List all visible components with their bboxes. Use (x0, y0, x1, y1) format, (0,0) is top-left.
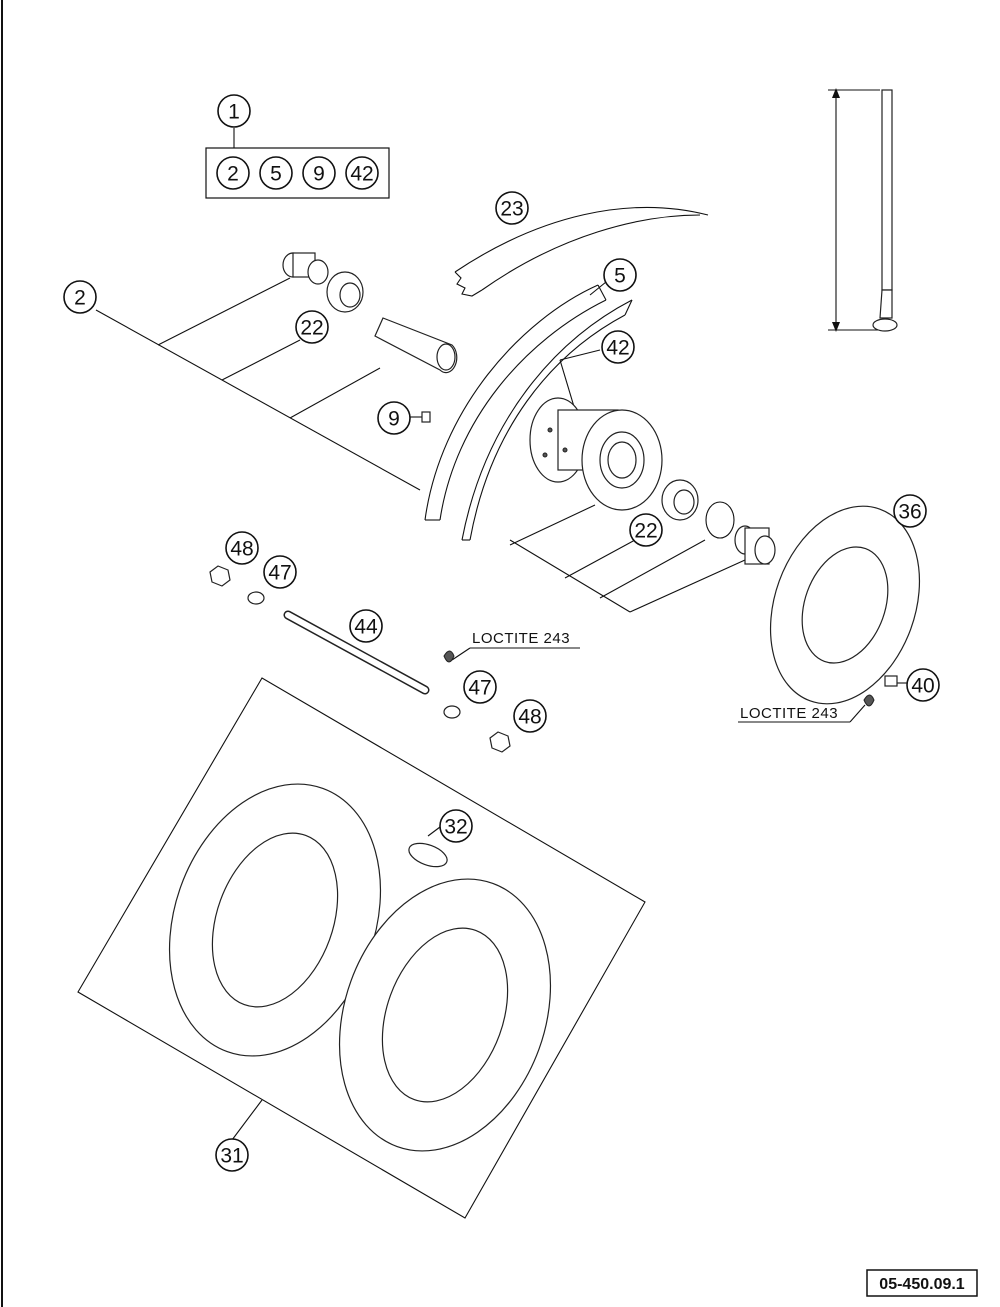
svg-text:2: 2 (74, 287, 86, 310)
hub-part (529, 397, 663, 511)
callout-9-kit: 9 (302, 156, 336, 190)
svg-text:2: 2 (227, 163, 239, 186)
loctite-axle-label: LOCTITE 243 (472, 630, 570, 647)
callout-23: 23 (495, 191, 529, 225)
bearing-spacer-parts (282, 252, 776, 565)
reference-code: 05-450.09.1 (879, 1276, 965, 1293)
svg-text:48: 48 (230, 538, 253, 561)
callout-5: 5 (603, 258, 637, 292)
callout-36: 36 (893, 494, 927, 528)
callout-2: 2 (63, 280, 97, 314)
svg-text:5: 5 (270, 163, 282, 186)
loctite-disc-label: LOCTITE 243 (740, 705, 838, 722)
nuts-washers (209, 565, 898, 753)
callout-44: 44 (349, 609, 383, 643)
svg-text:1: 1 (228, 101, 240, 124)
callout-31: 31 (215, 1138, 249, 1172)
svg-text:22: 22 (300, 317, 323, 340)
callout-47-bottom: 47 (463, 670, 497, 704)
svg-text:42: 42 (606, 337, 629, 360)
svg-text:47: 47 (468, 677, 491, 700)
reference-code-box: 05-450.09.1 (866, 1269, 978, 1297)
callout-48-bottom: 48 (513, 699, 547, 733)
disc-guard-sheet (77, 677, 646, 1219)
callout-2-kit: 2 (216, 156, 250, 190)
spoke-part (828, 88, 898, 332)
callout-32: 32 (439, 809, 473, 843)
tire-part (454, 206, 709, 297)
callout-22-top: 22 (295, 310, 329, 344)
callout-9: 9 (377, 401, 411, 435)
callout-1: 1 (217, 94, 251, 128)
callout-42: 42 (601, 330, 635, 364)
svg-text:5: 5 (614, 265, 626, 288)
kit-group (205, 128, 390, 199)
svg-text:22: 22 (634, 520, 657, 543)
callout-22-bottom: 22 (629, 513, 663, 547)
axle-part (283, 610, 430, 695)
svg-text:40: 40 (911, 675, 934, 698)
svg-text:36: 36 (898, 501, 921, 524)
svg-text:31: 31 (220, 1145, 243, 1168)
brake-disc-part (769, 505, 921, 705)
svg-text:48: 48 (518, 706, 541, 729)
svg-text:44: 44 (354, 616, 378, 639)
callout-40: 40 (906, 668, 940, 702)
svg-text:42: 42 (350, 163, 373, 186)
callout-42-kit: 42 (345, 156, 379, 190)
callout-5-kit: 5 (259, 156, 293, 190)
svg-text:9: 9 (313, 163, 325, 186)
svg-text:23: 23 (500, 198, 523, 221)
svg-text:47: 47 (268, 562, 291, 585)
callout-48-top: 48 (225, 531, 259, 565)
svg-text:9: 9 (388, 408, 400, 431)
svg-text:32: 32 (444, 816, 467, 839)
rim-part (424, 284, 633, 541)
callout-47-top: 47 (263, 555, 297, 589)
